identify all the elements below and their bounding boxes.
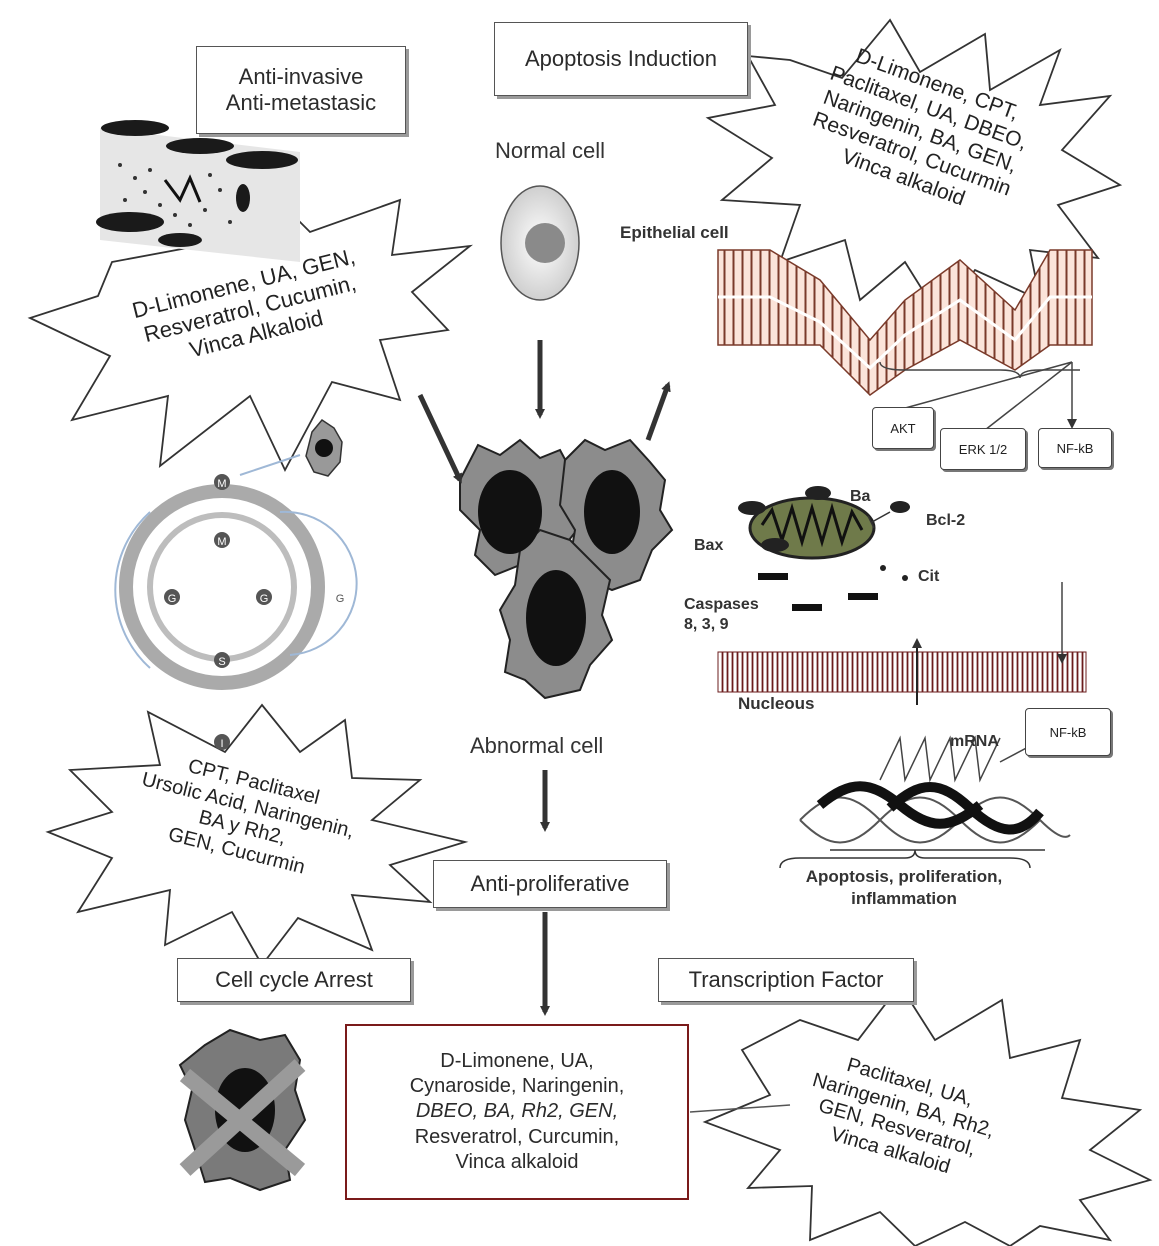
nuclear-membrane [717, 651, 1087, 693]
phase-g0: G [336, 593, 345, 605]
transcription-burst [702, 983, 1153, 1246]
phase-g1: G [168, 593, 177, 605]
agents-line1: D-Limonene, UA, [440, 1049, 594, 1072]
invasive-burst [27, 188, 474, 473]
outcome-line2: inflammation [851, 889, 957, 909]
agents-line5: Vinca alkaloid [455, 1151, 579, 1174]
phase-i: I [220, 738, 223, 750]
transcription-factor-box: Transcription Factor [658, 958, 914, 1002]
phase-s: S [218, 656, 225, 668]
mrna-label: mRNA [950, 733, 999, 750]
outcome-line1: Apoptosis, proliferation, [805, 867, 1003, 886]
cell-cycle-arrest-title: Cell cycle Arrest [215, 967, 373, 992]
arrested-cell [178, 1028, 307, 1192]
bax-label: Bax [694, 537, 724, 554]
mitochondrion [738, 486, 910, 560]
mrna-strand [879, 735, 1001, 783]
erk-box: ERK 1/2 [940, 428, 1026, 470]
normal-cell-label: Normal cell [495, 138, 606, 163]
cell-cycle-burst [45, 703, 469, 967]
phase-m-outer: M [217, 478, 226, 490]
nucleous-label: Nucleous [738, 694, 815, 713]
caspases-line1: Caspases [684, 596, 759, 613]
cell-membrane [717, 249, 1093, 396]
apoptosis-induction-box: Apoptosis Induction [494, 22, 748, 96]
antiproliferative-agents-box: D-Limonene, UA, Cynaroside, Naringenin, … [345, 1024, 689, 1200]
abnormal-cell-label: Abnormal cell [470, 733, 604, 758]
anti-proliferative-box: Anti-proliferative [433, 860, 667, 908]
akt-box: AKT [872, 407, 934, 449]
agents-line2: Cynaroside, Naringenin, [409, 1074, 625, 1097]
cell-cycle-arrest-box: Cell cycle Arrest [177, 958, 411, 1002]
dna-helix [799, 781, 1071, 851]
epithelial-cell-label: Epithelial cell [620, 223, 729, 242]
agents-line3: DBEO, BA, Rh2, GEN, [415, 1100, 619, 1123]
anti-invasive-title-line1: Anti-invasive [238, 64, 364, 89]
agents-line4: Resveratrol, Curcumin, [414, 1125, 620, 1148]
ba-label: Ba [850, 488, 871, 505]
bcl2-label: Bcl-2 [926, 512, 966, 529]
caspases-line2: 8, 3, 9 [684, 616, 729, 633]
phase-m-inner: M [217, 536, 226, 548]
invasion-illustration [96, 120, 300, 262]
caspases-label: Caspases 8, 3, 9 [684, 595, 759, 635]
nfkb-nuclear-box: NF-kB [1025, 708, 1111, 756]
nfkb-box: NF-kB [1038, 428, 1112, 468]
apoptosis-induction-title: Apoptosis Induction [524, 46, 718, 71]
anti-proliferative-title: Anti-proliferative [470, 871, 630, 896]
anti-invasive-box: Anti-invasive Anti-metastasic [196, 46, 406, 134]
anti-invasive-title-line2: Anti-metastasic [225, 90, 377, 115]
outcome-label: Apoptosis, proliferation, inflammation [778, 866, 1030, 910]
cit-label: Cit [918, 568, 940, 585]
normal-nucleus [525, 223, 565, 263]
transcription-factor-title: Transcription Factor [688, 967, 884, 992]
cell-cycle-diagram [114, 419, 358, 750]
phase-g2: G [260, 593, 269, 605]
